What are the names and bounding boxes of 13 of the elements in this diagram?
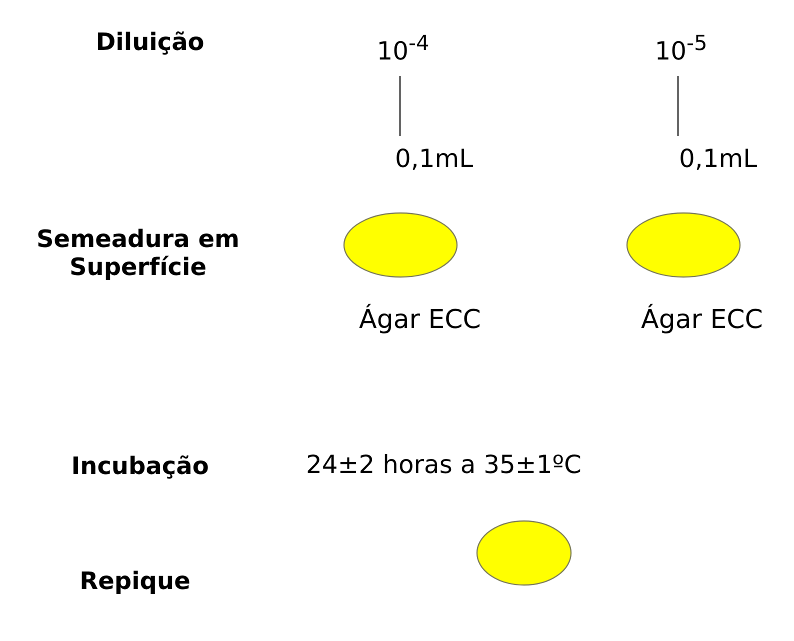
connector-line xyxy=(399,76,401,136)
connector-line xyxy=(677,76,679,136)
volume-label: 0,1mL xyxy=(678,144,758,172)
step-heading: Incubação xyxy=(70,452,210,480)
medium-label: Ágar ECC xyxy=(640,305,764,335)
volume-label: 0,1mL xyxy=(394,144,474,172)
step-heading: Diluição xyxy=(94,28,206,56)
dilution-label: 10$^{-4}$ xyxy=(376,30,430,66)
incubation-condition: 24±2 horas a 35±1ºC xyxy=(306,450,582,479)
dilution-label: 10$^{-5}$ xyxy=(654,30,708,66)
medium-label: Ágar ECC xyxy=(358,305,482,335)
step-heading: Semeadura em Superfície xyxy=(36,225,240,281)
step-heading: Repique xyxy=(78,567,192,595)
